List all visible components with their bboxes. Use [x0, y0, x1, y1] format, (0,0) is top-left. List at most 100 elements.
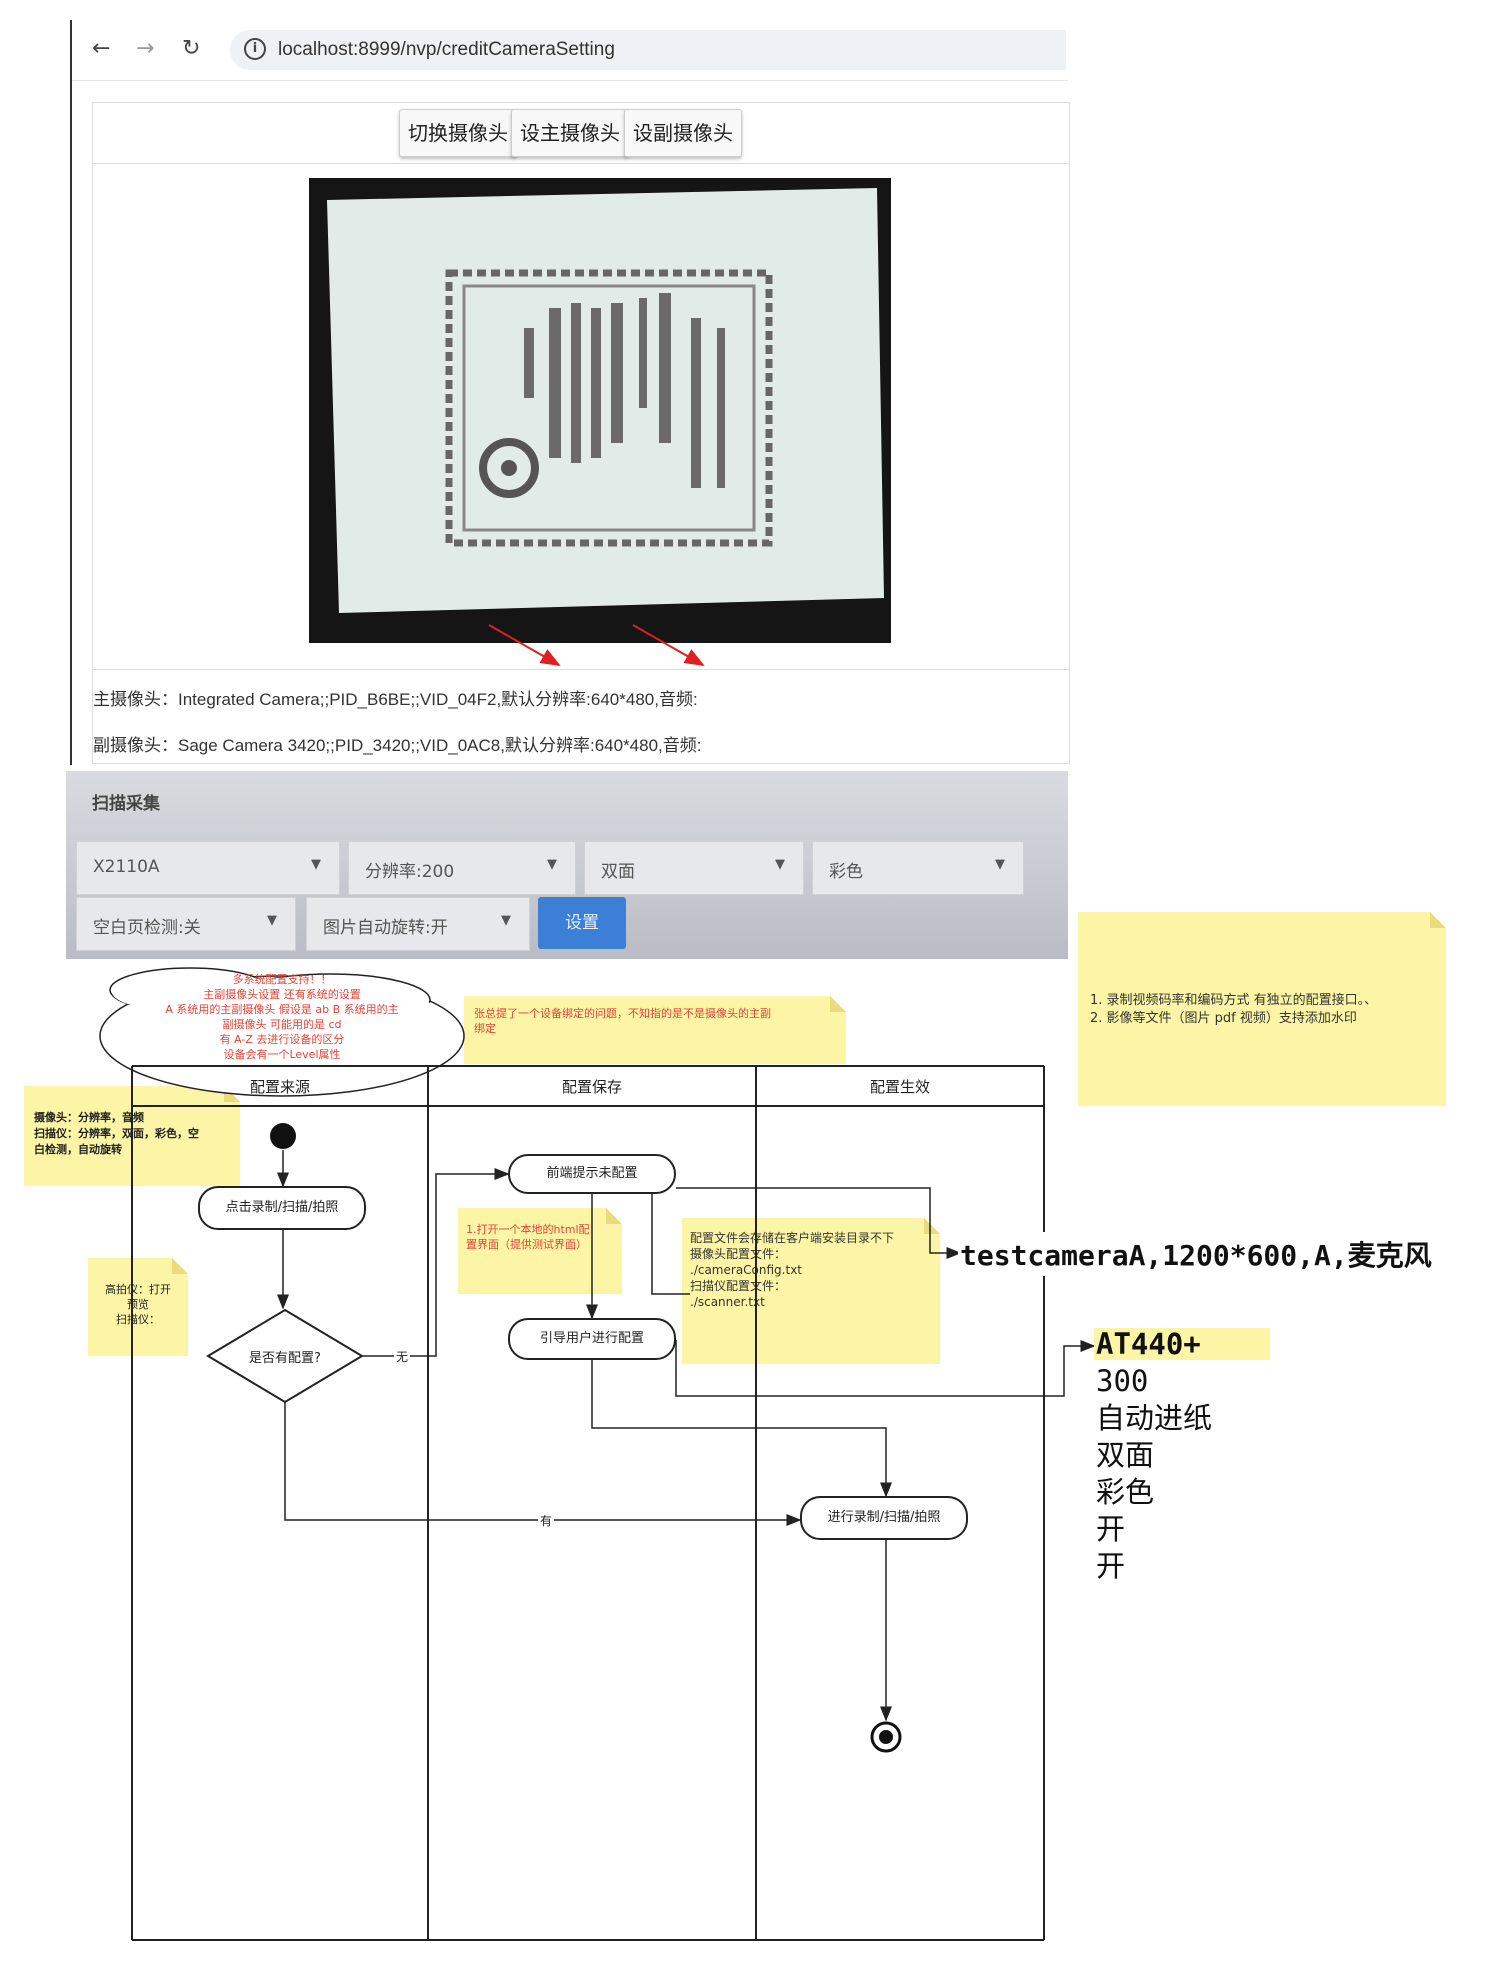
divider — [93, 669, 1069, 670]
node-prompt-unconfigured: 前端提示未配置 — [508, 1154, 676, 1194]
cloud-line: 设备会有一个Level属性 — [223, 1048, 341, 1061]
note-line: 摄像头配置文件： — [690, 1247, 787, 1261]
scanner-output-line: 彩色 — [1096, 1475, 1155, 1509]
address-bar: ← → ↻ i localhost:8999/nvp/creditCameraS… — [72, 20, 1068, 81]
scanner-title: 扫描采集 — [92, 794, 160, 814]
cloud-line: 副摄像头 可能用的是 cd — [222, 1018, 342, 1031]
cloud-line: A 系统用的主副摄像头 假设是 ab B 系统用的主 — [165, 1003, 399, 1016]
cloud-line: 主副摄像头设置 还有系统的设置 — [203, 988, 361, 1001]
scanner-set-button[interactable]: 设置 — [538, 897, 626, 949]
select-value: X2110A — [93, 857, 160, 877]
annotation-arrows — [488, 624, 705, 666]
url-field[interactable]: i localhost:8999/nvp/creditCameraSetting — [230, 30, 1066, 70]
auto-rotate-select[interactable]: 图片自动旋转:开 ▼ — [306, 897, 530, 951]
camera-button-row: 切换摄像头 设主摄像头 设副摄像头 — [93, 103, 1069, 164]
blank-page-select[interactable]: 空白页检测:关 ▼ — [76, 897, 296, 951]
set-sub-camera-button[interactable]: 设副摄像头 — [624, 109, 742, 157]
main-camera-info: 主摄像头：Integrated Camera;;PID_B6BE;;VID_04… — [93, 690, 698, 709]
color-select[interactable]: 彩色 ▼ — [812, 841, 1024, 895]
lane-header-save: 配置保存 — [561, 1078, 622, 1096]
site-info-icon[interactable]: i — [244, 38, 266, 60]
duplex-select[interactable]: 双面 ▼ — [584, 841, 804, 895]
switch-camera-button[interactable]: 切换摄像头 — [399, 109, 517, 157]
chevron-down-icon: ▼ — [311, 857, 321, 872]
scanner-output-highlight — [1094, 1328, 1270, 1360]
note-config-file: 配置文件会存储在客户端安装目录不下 摄像头配置文件： ./cameraConfi… — [682, 1218, 940, 1364]
node-decision: 是否有配置? — [249, 1351, 321, 1366]
swimlane-frame — [131, 1065, 1045, 1941]
note-fold — [830, 996, 846, 1012]
sub-camera-info: 副摄像头：Sage Camera 3420;;PID_3420;;VID_0AC… — [93, 736, 702, 755]
select-value: 双面 — [601, 862, 635, 882]
cloud-line: 有 A-Z 去进行设备的区分 — [219, 1033, 345, 1046]
annotation-arrow — [632, 624, 705, 666]
note-requirements: 1. 录制视频码率和编码方式 有独立的配置接口。、 2. 影像等文件（图片 pd… — [1078, 912, 1446, 1106]
end-node-center — [879, 1730, 893, 1744]
start-node — [270, 1123, 296, 1149]
scanner-device-select[interactable]: X2110A ▼ — [76, 841, 340, 895]
scanner-settings-panel: 扫描采集 X2110A ▼ 分辨率:200 ▼ 双面 ▼ 彩色 ▼ 空白页检测:关 ▼ 图… — [66, 771, 1068, 959]
note-line: 扫描仪： — [116, 1313, 160, 1326]
note-line: 高拍仪：打开 — [105, 1283, 171, 1296]
note-line: 白检测，自动旋转 — [34, 1143, 122, 1156]
note-line: 1.打开一个本地的html配 — [466, 1223, 590, 1236]
chevron-down-icon: ▼ — [995, 857, 1005, 872]
note-line: 配置文件会存储在客户端安装目录不下 — [690, 1231, 895, 1245]
edge-label-yes: 有 — [538, 1512, 554, 1529]
edge-label-no: 无 — [394, 1348, 410, 1365]
camera-preview-image — [309, 178, 891, 643]
note-line: 2. 影像等文件（图片 pdf 视频）支持添加水印 — [1090, 1011, 1357, 1026]
cloud-line: 多系统配置支持！！ — [232, 973, 332, 986]
node-run: 进行录制/扫描/拍照 — [800, 1496, 968, 1540]
reload-icon[interactable]: ↻ — [182, 36, 201, 61]
scanner-output-line: 300 — [1096, 1364, 1149, 1398]
forward-icon[interactable]: → — [136, 36, 155, 61]
scanner-output-line: 自动进纸 — [1096, 1401, 1213, 1435]
select-value: 图片自动旋转:开 — [323, 918, 448, 938]
scanner-output-line: 开 — [1096, 1549, 1126, 1583]
note-line: 扫描仪：分辨率，双面，彩色，空 — [34, 1127, 199, 1140]
lane-header-effect: 配置生效 — [869, 1078, 930, 1096]
scanner-output-line: 双面 — [1096, 1438, 1155, 1472]
note-gaopaiyi: 高拍仪：打开 预览 扫描仪： — [88, 1258, 188, 1356]
select-value: 彩色 — [829, 862, 863, 882]
note-fold — [924, 1218, 940, 1234]
camera-config-output: testcameraA,1200*600,A,麦克风 — [960, 1239, 1432, 1272]
note-html: 1.打开一个本地的html配 置界面（提供测试界面） — [458, 1208, 622, 1294]
resolution-select[interactable]: 分辨率:200 ▼ — [348, 841, 576, 895]
node-click-record: 点击录制/扫描/拍照 — [198, 1186, 366, 1230]
scanner-output-line: AT440+ — [1096, 1327, 1201, 1361]
lane-header-source: 配置来源 — [249, 1078, 310, 1096]
note-line: ./scanner.txt — [690, 1295, 765, 1309]
note-fold — [606, 1208, 622, 1224]
note-line: 扫描仪配置文件： — [690, 1279, 787, 1293]
back-icon[interactable]: ← — [92, 36, 111, 61]
url-text: localhost:8999/nvp/creditCameraSetting — [278, 39, 615, 60]
chevron-down-icon: ▼ — [267, 913, 277, 928]
note-line: 张总提了一个设备绑定的问题，不知指的是不是摄像头的主副 — [474, 1007, 771, 1020]
note-fold — [1430, 912, 1446, 928]
note-line: 1. 录制视频码率和编码方式 有独立的配置接口。、 — [1090, 993, 1378, 1008]
left-border — [70, 20, 72, 765]
note-line: ./cameraConfig.txt — [690, 1263, 802, 1277]
chevron-down-icon: ▼ — [501, 913, 511, 928]
cloud-note: 多系统配置支持！！ 主副摄像头设置 还有系统的设置 A 系统用的主副摄像头 假设… — [96, 972, 468, 1062]
note-binding: 张总提了一个设备绑定的问题，不知指的是不是摄像头的主副 绑定 — [464, 996, 846, 1064]
scanner-output-line: 开 — [1096, 1512, 1126, 1546]
node-guide-config: 引导用户进行配置 — [508, 1318, 676, 1360]
camera-preview — [309, 178, 891, 643]
scanner-config-output: AT440+ 300 自动进纸 双面 彩色 开 开 — [1096, 1326, 1396, 1585]
select-value: 空白页检测:关 — [93, 918, 201, 938]
select-value: 分辨率:200 — [365, 862, 455, 882]
note-line: 绑定 — [474, 1022, 496, 1035]
camera-settings-panel: 切换摄像头 设主摄像头 设副摄像头 — [92, 102, 1070, 764]
note-fold — [172, 1258, 188, 1274]
annotation-arrow — [488, 624, 561, 666]
camera-output-box: testcameraA,1200*600,A,麦克风 — [958, 1232, 1462, 1276]
note-line: 置界面（提供测试界面） — [466, 1238, 587, 1251]
note-line: 摄像头：分辨率，音频 — [34, 1111, 144, 1124]
chevron-down-icon: ▼ — [775, 857, 785, 872]
browser-window: ← → ↻ i localhost:8999/nvp/creditCameraS… — [70, 20, 1070, 765]
chevron-down-icon: ▼ — [547, 857, 557, 872]
